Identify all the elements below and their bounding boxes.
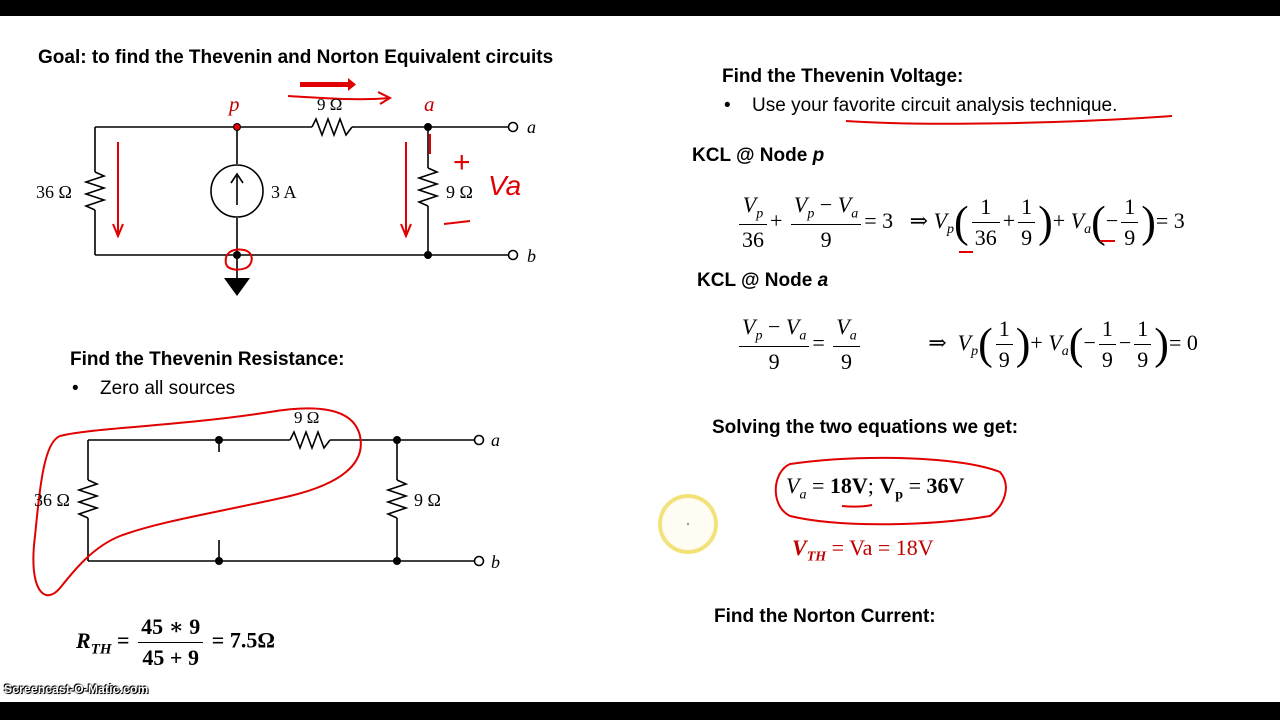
terminal-a-label: a <box>527 117 536 137</box>
source-label: 3 A <box>271 182 297 202</box>
solving-heading: Solving the two equations we get: <box>712 417 1019 438</box>
norton-heading: Find the Norton Current: <box>714 606 936 627</box>
screencast-watermark: Screencast-O-Matic.com <box>4 682 149 696</box>
r-left-label-2: 36 Ω <box>34 490 70 510</box>
r-right-label-2: 9 Ω <box>414 490 441 510</box>
slide: Goal: to find the Thevenin and Norton Eq… <box>0 16 1280 702</box>
zero-sources-bullet: Zero all sources <box>72 378 235 400</box>
bottom-letterbox <box>0 702 1280 720</box>
circuit-diagram-2 <box>32 407 485 597</box>
underline-annotation <box>845 115 1173 125</box>
annotation-va: Va <box>488 170 522 201</box>
top-letterbox <box>0 0 1280 16</box>
circuit-diagram-1 <box>83 78 519 296</box>
r-right-label: 9 Ω <box>446 182 473 202</box>
terminal-a-label-2: a <box>491 430 500 450</box>
terminal-b-label: b <box>527 246 536 266</box>
node-p-label: p <box>229 92 240 116</box>
r-left-label: 36 Ω <box>36 182 72 202</box>
kcl-node-a-heading: KCL @ Node a <box>697 270 829 291</box>
goal-heading: Goal: to find the Thevenin and Norton Eq… <box>38 47 554 68</box>
annotation-plus: + <box>453 146 471 179</box>
solution-markup <box>658 456 1007 554</box>
kcl-p-markup <box>959 240 1115 253</box>
kcl-node-p-heading: KCL @ Node p <box>692 145 825 166</box>
terminal-b-label-2: b <box>491 552 500 572</box>
solution-equation: Va = 18V; Vp = 36V <box>786 473 965 503</box>
thevenin-voltage-heading: Find the Thevenin Voltage: <box>722 66 964 87</box>
node-a-label: a <box>424 92 435 116</box>
r-series-label-2: 9 Ω <box>294 408 320 427</box>
r-series-label: 9 Ω <box>317 95 343 114</box>
vth-result: VTH = Va = 18V <box>792 535 934 565</box>
thevenin-resistance-heading: Find the Thevenin Resistance: <box>70 349 345 370</box>
analysis-technique-bullet: Use your favorite circuit analysis techn… <box>724 95 1117 117</box>
